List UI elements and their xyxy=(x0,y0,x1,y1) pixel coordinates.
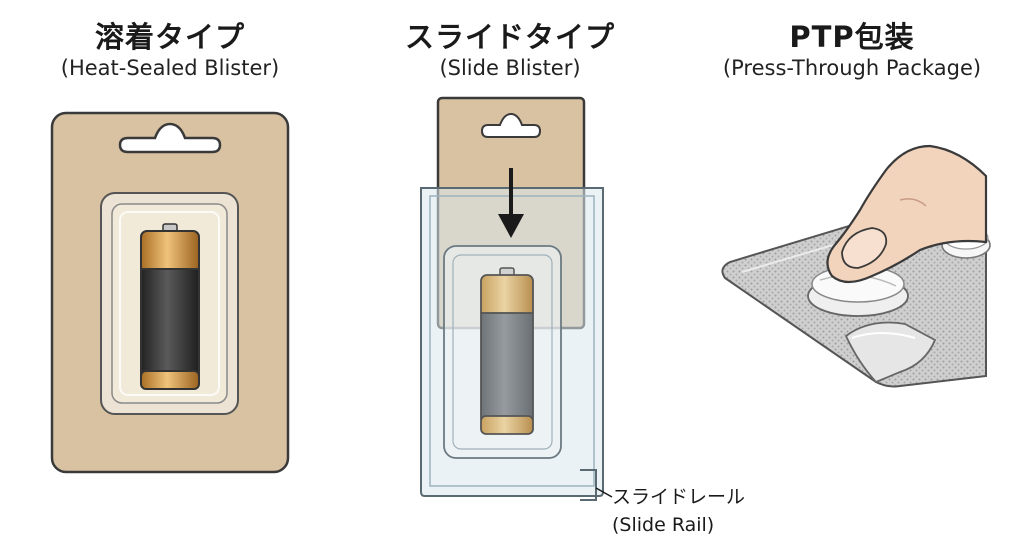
ptp-panel: PTP包装 (Press-Through Package) xyxy=(680,0,1024,559)
slide-blister-subtitle: (Slide Blister) xyxy=(439,56,581,80)
hang-hole xyxy=(480,112,542,138)
heat-sealed-panel: 溶着タイプ (Heat-Sealed Blister) xyxy=(0,0,340,559)
ptp-package xyxy=(721,144,991,388)
heat-sealed-subtitle: (Heat-Sealed Blister) xyxy=(60,56,280,80)
down-arrow-icon xyxy=(498,168,524,238)
heat-sealed-blister xyxy=(50,111,290,474)
slide-blister-panel: スライドタイプ (Slide Blister) xyxy=(340,0,680,559)
slide-blister-title: スライドタイプ xyxy=(404,20,615,54)
aa-battery xyxy=(140,223,200,390)
ptp-title: PTP包装 xyxy=(789,20,915,54)
slide-rail-pointer xyxy=(580,469,613,501)
slide-rail-label-en: (Slide Rail) xyxy=(612,514,715,536)
slide-rail-label-jp: スライドレール xyxy=(612,486,746,508)
finger-illustration xyxy=(826,144,988,284)
ptp-subtitle: (Press-Through Package) xyxy=(722,56,982,80)
slide-blister xyxy=(420,96,613,501)
hang-hole xyxy=(118,122,222,154)
slide-rail-label: スライドレール (Slide Rail) xyxy=(612,483,745,539)
aa-battery xyxy=(480,267,534,435)
heat-sealed-title: 溶着タイプ xyxy=(94,20,245,54)
